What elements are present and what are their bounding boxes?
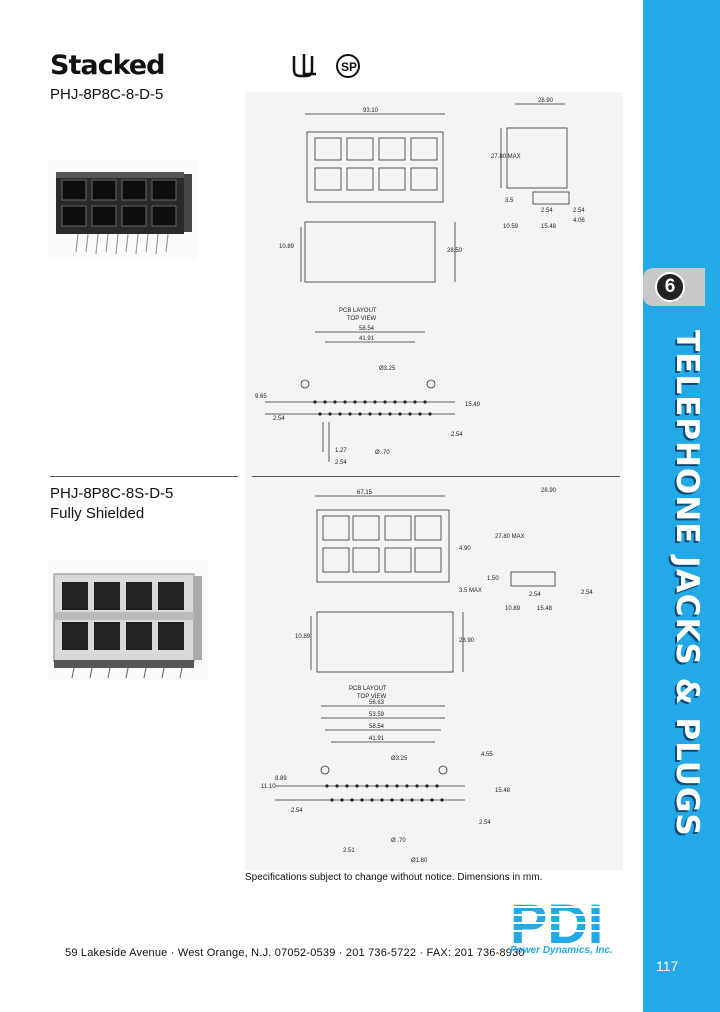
svg-text:41.91: 41.91 [359, 336, 375, 342]
svg-text:2.54: 2.54 [451, 432, 463, 438]
divider-right [252, 476, 620, 477]
svg-text:15.49: 15.49 [465, 402, 481, 408]
svg-text:8.89: 8.89 [275, 776, 287, 782]
svg-text:Ø .70: Ø .70 [391, 838, 406, 844]
svg-text:28.50: 28.50 [447, 248, 463, 254]
product-photo-2 [48, 560, 208, 680]
svg-text:4.90: 4.90 [459, 546, 471, 552]
svg-text:1.50: 1.50 [487, 576, 499, 582]
pcb-holes-2 [325, 784, 444, 802]
svg-text:2.54: 2.54 [479, 820, 491, 826]
svg-text:67.15: 67.15 [357, 490, 373, 496]
svg-text:3.5: 3.5 [505, 198, 514, 204]
svg-text:28.90: 28.90 [459, 638, 475, 644]
divider-left [50, 476, 238, 477]
svg-text:1.27: 1.27 [335, 448, 347, 454]
svg-text:Ø3.25: Ø3.25 [379, 366, 396, 372]
svg-text:15.48: 15.48 [541, 224, 557, 230]
logo-subtitle: Power Dynamics, Inc. [510, 945, 613, 956]
specifications-note: Specifications subject to change without… [245, 872, 543, 883]
svg-text:4.55: 4.55 [481, 752, 493, 758]
svg-text:2.54: 2.54 [335, 460, 347, 466]
svg-text:10.89: 10.89 [295, 634, 311, 640]
svg-text:28.90: 28.90 [538, 98, 554, 104]
svg-text:41.91: 41.91 [369, 736, 385, 742]
part-number-2: PHJ-8P8C-8S-D-5 [50, 485, 174, 502]
section-title: TELEPHONE JACKS & PLUGS [669, 330, 705, 837]
product-photo-1 [48, 160, 198, 260]
svg-text:2.54: 2.54 [273, 416, 285, 422]
svg-text:PCB LAYOUT: PCB LAYOUT [339, 308, 377, 314]
ul-mark-icon [292, 54, 316, 78]
svg-text:27.80 MAX: 27.80 MAX [495, 534, 525, 540]
certification-marks: SP [292, 54, 360, 78]
part-2-variant: Fully Shielded [50, 505, 145, 522]
svg-text:15.48: 15.48 [495, 788, 511, 794]
svg-text:4.06: 4.06 [573, 218, 585, 224]
svg-text:10.59: 10.59 [503, 224, 519, 230]
svg-text:10.89: 10.89 [505, 606, 521, 612]
pdi-logo-icon: PDI [510, 893, 638, 955]
svg-text:58.54: 58.54 [369, 724, 385, 730]
svg-text:28.90: 28.90 [541, 488, 557, 494]
svg-text:2.54: 2.54 [529, 592, 541, 598]
page-number: 117 [656, 958, 679, 974]
company-address: 59 Lakeside Avenue · West Orange, N.J. 0… [65, 947, 525, 959]
technical-drawing-2: 67.15 28.90 27.80 MAX 4.90 3.5 MAX 1.50 … [261, 488, 593, 864]
svg-text:56.63: 56.63 [369, 700, 385, 706]
svg-text:53.59: 53.59 [369, 712, 385, 718]
svg-text:2.54: 2.54 [573, 208, 585, 214]
svg-text:Ø1.80: Ø1.80 [411, 858, 428, 864]
svg-text:TOP VIEW: TOP VIEW [357, 694, 386, 700]
svg-text:PCB LAYOUT: PCB LAYOUT [349, 686, 387, 692]
svg-text:9.65: 9.65 [255, 394, 267, 400]
svg-text:93.10: 93.10 [363, 108, 379, 114]
svg-text:10.89: 10.89 [279, 244, 295, 250]
section-number: 6 [655, 272, 685, 302]
svg-text:3.5 MAX: 3.5 MAX [459, 588, 482, 594]
side-band [643, 0, 720, 1012]
svg-text:27.80 MAX: 27.80 MAX [491, 154, 521, 160]
svg-text:TOP VIEW: TOP VIEW [347, 316, 376, 322]
csa-mark-icon: SP [336, 54, 360, 78]
svg-text:58.54: 58.54 [359, 326, 375, 332]
svg-text:2.51: 2.51 [343, 848, 355, 854]
svg-text:2.54: 2.54 [581, 590, 593, 596]
svg-text:Ø3.25: Ø3.25 [391, 756, 408, 762]
technical-drawing-1: 93.10 28.90 27.80 MAX 3.5 2.54 2.54 4.06… [255, 98, 585, 466]
svg-text:2.54: 2.54 [291, 808, 303, 814]
page-title: Stacked [50, 50, 165, 81]
svg-text:Ø .70: Ø .70 [375, 450, 390, 456]
svg-text:2.54: 2.54 [541, 208, 553, 214]
svg-text:11.10: 11.10 [261, 784, 276, 790]
svg-text:15.48: 15.48 [537, 606, 553, 612]
pcb-holes-1 [313, 400, 432, 416]
part-number-1: PHJ-8P8C-8-D-5 [50, 86, 164, 103]
svg-text:SP: SP [341, 60, 357, 74]
